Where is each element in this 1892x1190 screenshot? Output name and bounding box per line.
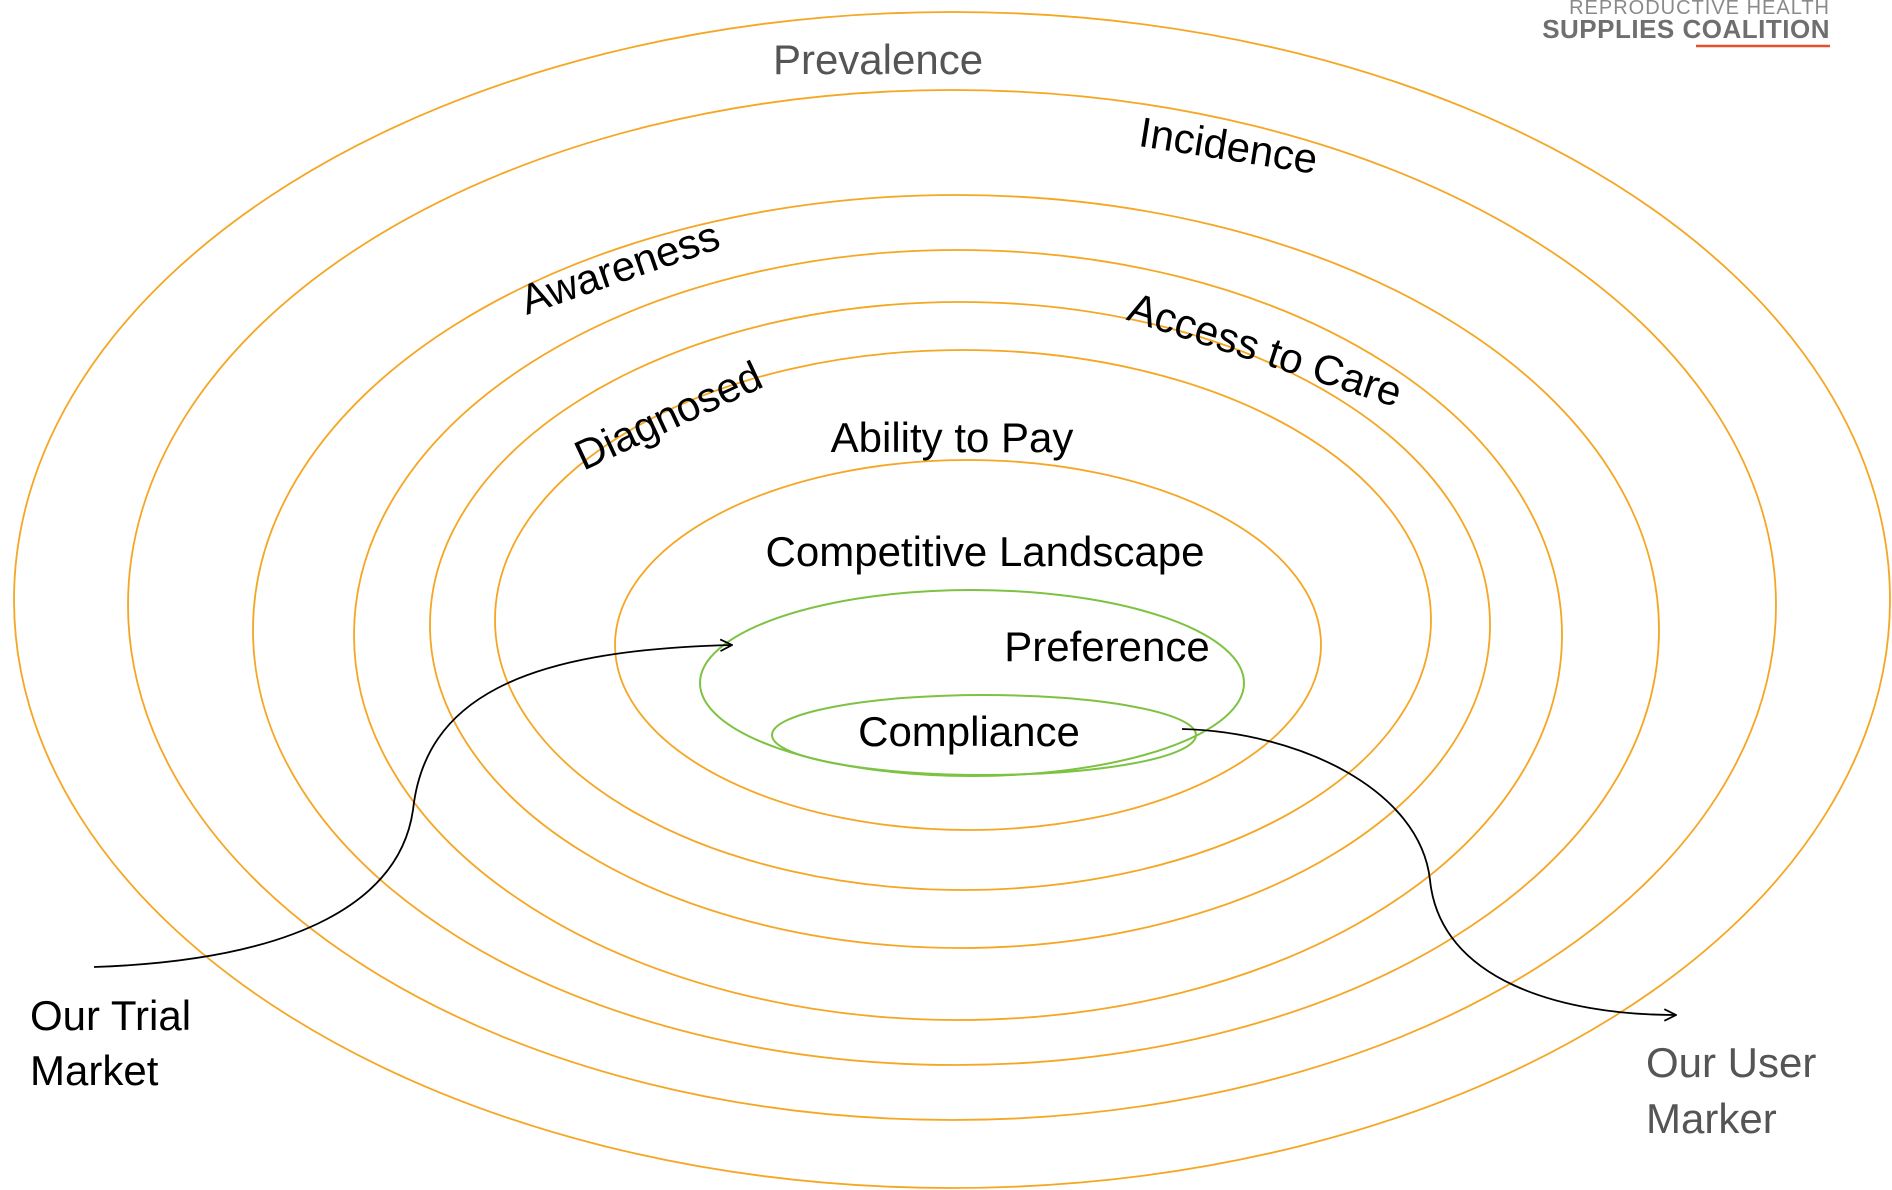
ring-compliance: [771, 694, 1197, 776]
ring-labels: Prevalence Incidence Awareness Access to…: [514, 36, 1408, 755]
label-prevalence: Prevalence: [773, 36, 983, 83]
ring-diagnosed: [429, 301, 1491, 949]
logo-line-1: REPRODUCTIVE HEALTH: [1569, 0, 1830, 19]
label-awareness: Awareness: [514, 212, 725, 324]
user-marker-line-2: Marker: [1646, 1095, 1777, 1142]
trial-market-arrow: [93, 645, 732, 968]
user-marker-line-1: Our User: [1646, 1039, 1816, 1086]
flow-arrows: [93, 645, 1676, 1015]
ring-competitive-landscape: [614, 459, 1322, 831]
ring-awareness: [252, 194, 1660, 1066]
trial-market-line-1: Our Trial: [30, 992, 191, 1039]
trial-market-line-2: Market: [30, 1047, 159, 1094]
label-compliance: Compliance: [858, 708, 1080, 755]
label-competitive-landscape: Competitive Landscape: [766, 528, 1205, 575]
inner-rings: [699, 589, 1245, 777]
ring-preference: [699, 589, 1245, 777]
ring-ability-to-pay: [494, 349, 1432, 891]
label-diagnosed: Diagnosed: [567, 352, 769, 479]
ring-incidence: [127, 89, 1777, 1121]
user-marker-arrow: [1181, 728, 1676, 1015]
logo-line-2: SUPPLIES COALITION: [1542, 14, 1830, 44]
coalition-logo: REPRODUCTIVE HEALTH SUPPLIES COALITION: [1542, 0, 1830, 48]
ring-prevalence: [13, 11, 1891, 1189]
trial-market-label: Our Trial Market: [30, 992, 191, 1094]
outer-rings: [13, 11, 1891, 1189]
user-marker-label: Our User Marker: [1646, 1039, 1816, 1142]
label-ability-to-pay: Ability to Pay: [831, 414, 1074, 461]
label-preference: Preference: [1004, 623, 1209, 670]
ring-access-to-care: [353, 249, 1563, 1021]
